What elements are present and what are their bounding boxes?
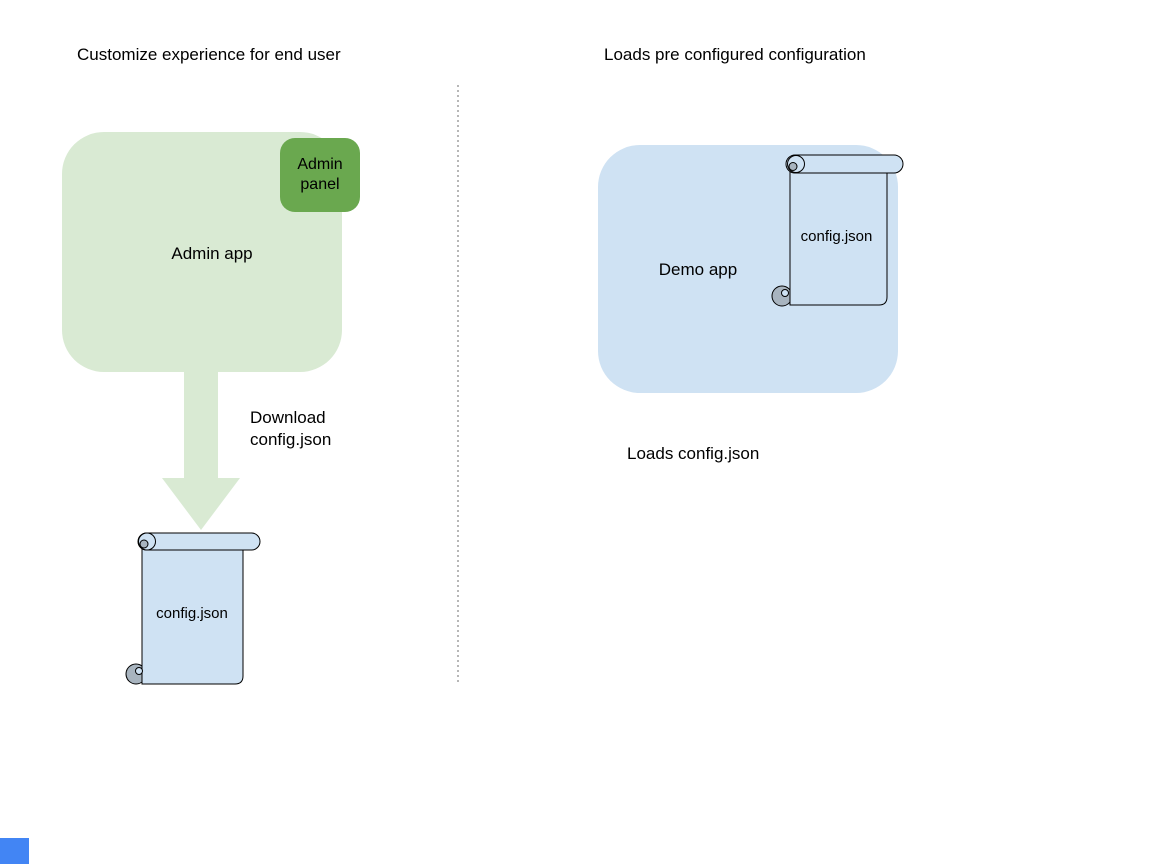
admin-app-label: Admin app [171, 244, 253, 263]
config-scroll-icon [771, 154, 904, 307]
corner-marker [0, 838, 29, 864]
admin-panel-label: Admin panel [297, 156, 343, 193]
loads-config-caption: Loads config.json [627, 444, 760, 463]
config-scroll-icon [125, 532, 261, 685]
left-section-title: Customize experience for end user [77, 45, 341, 64]
config-file-label: config.json [156, 605, 228, 622]
config-file-label: config.json [800, 228, 873, 245]
download-arrow-icon [162, 372, 240, 530]
demo-app-label: Demo app [658, 260, 738, 279]
right-section-title: Loads pre configured configuration [604, 45, 866, 64]
section-divider [457, 85, 459, 685]
download-arrow-label: Download config.json [250, 408, 332, 449]
admin-panel-box: Admin panel [280, 138, 360, 212]
